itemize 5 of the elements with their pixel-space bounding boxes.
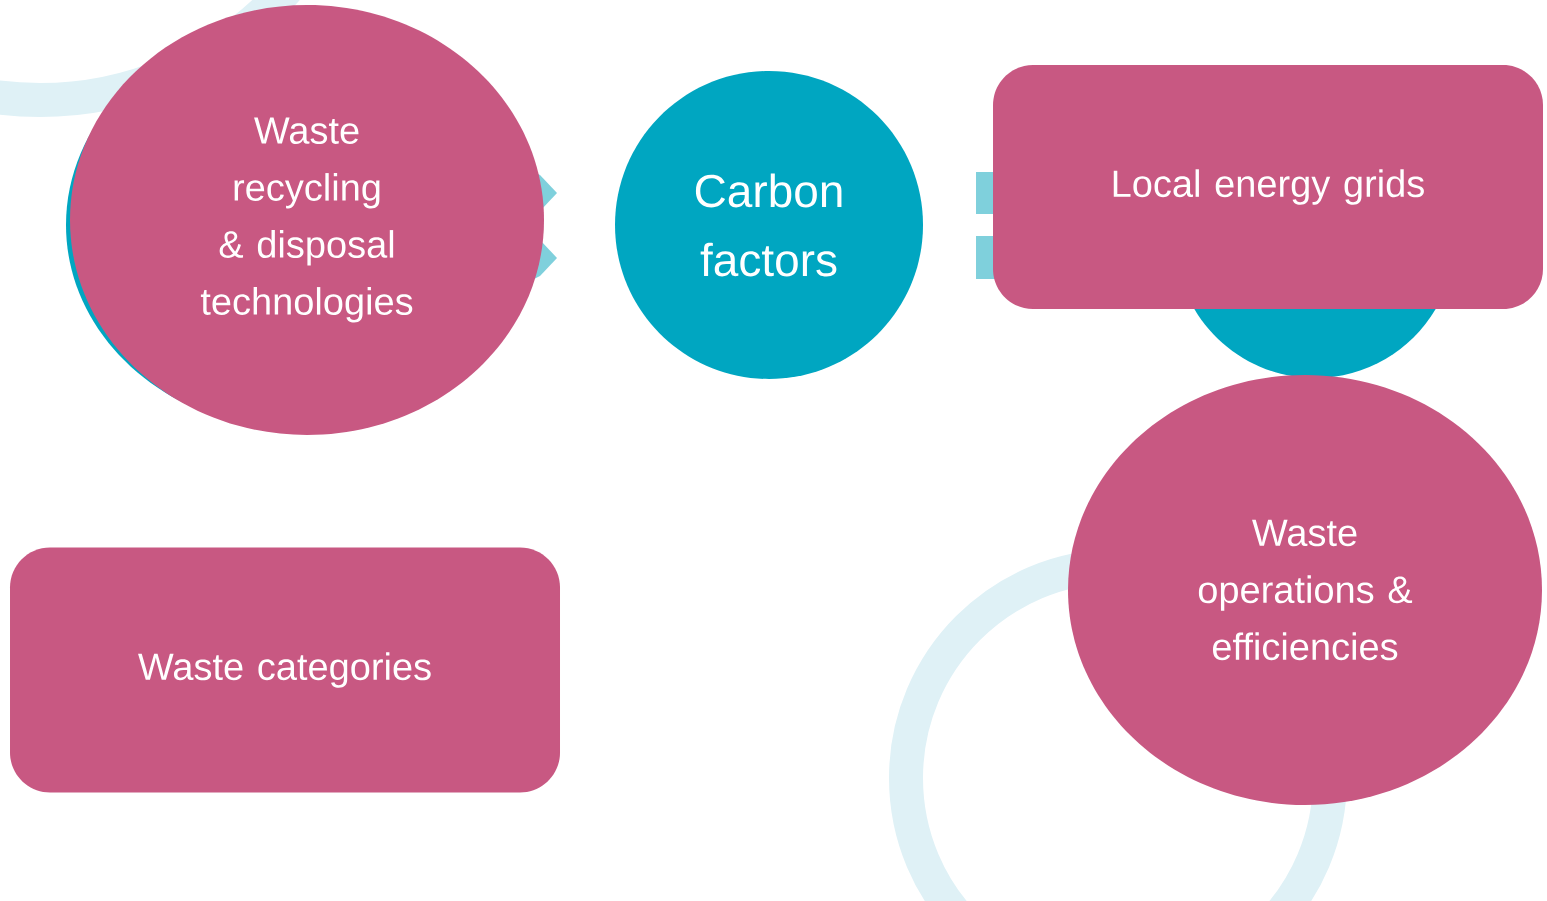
oval-node: Waste operations & efficiencies bbox=[1068, 375, 1542, 805]
rounded-box: Local energy grids bbox=[993, 65, 1543, 309]
circle-node: Carbon factors bbox=[615, 71, 923, 379]
oval-node: Waste recycling & disposal technologies bbox=[70, 5, 544, 435]
rounded-box: Waste categories bbox=[10, 547, 560, 793]
